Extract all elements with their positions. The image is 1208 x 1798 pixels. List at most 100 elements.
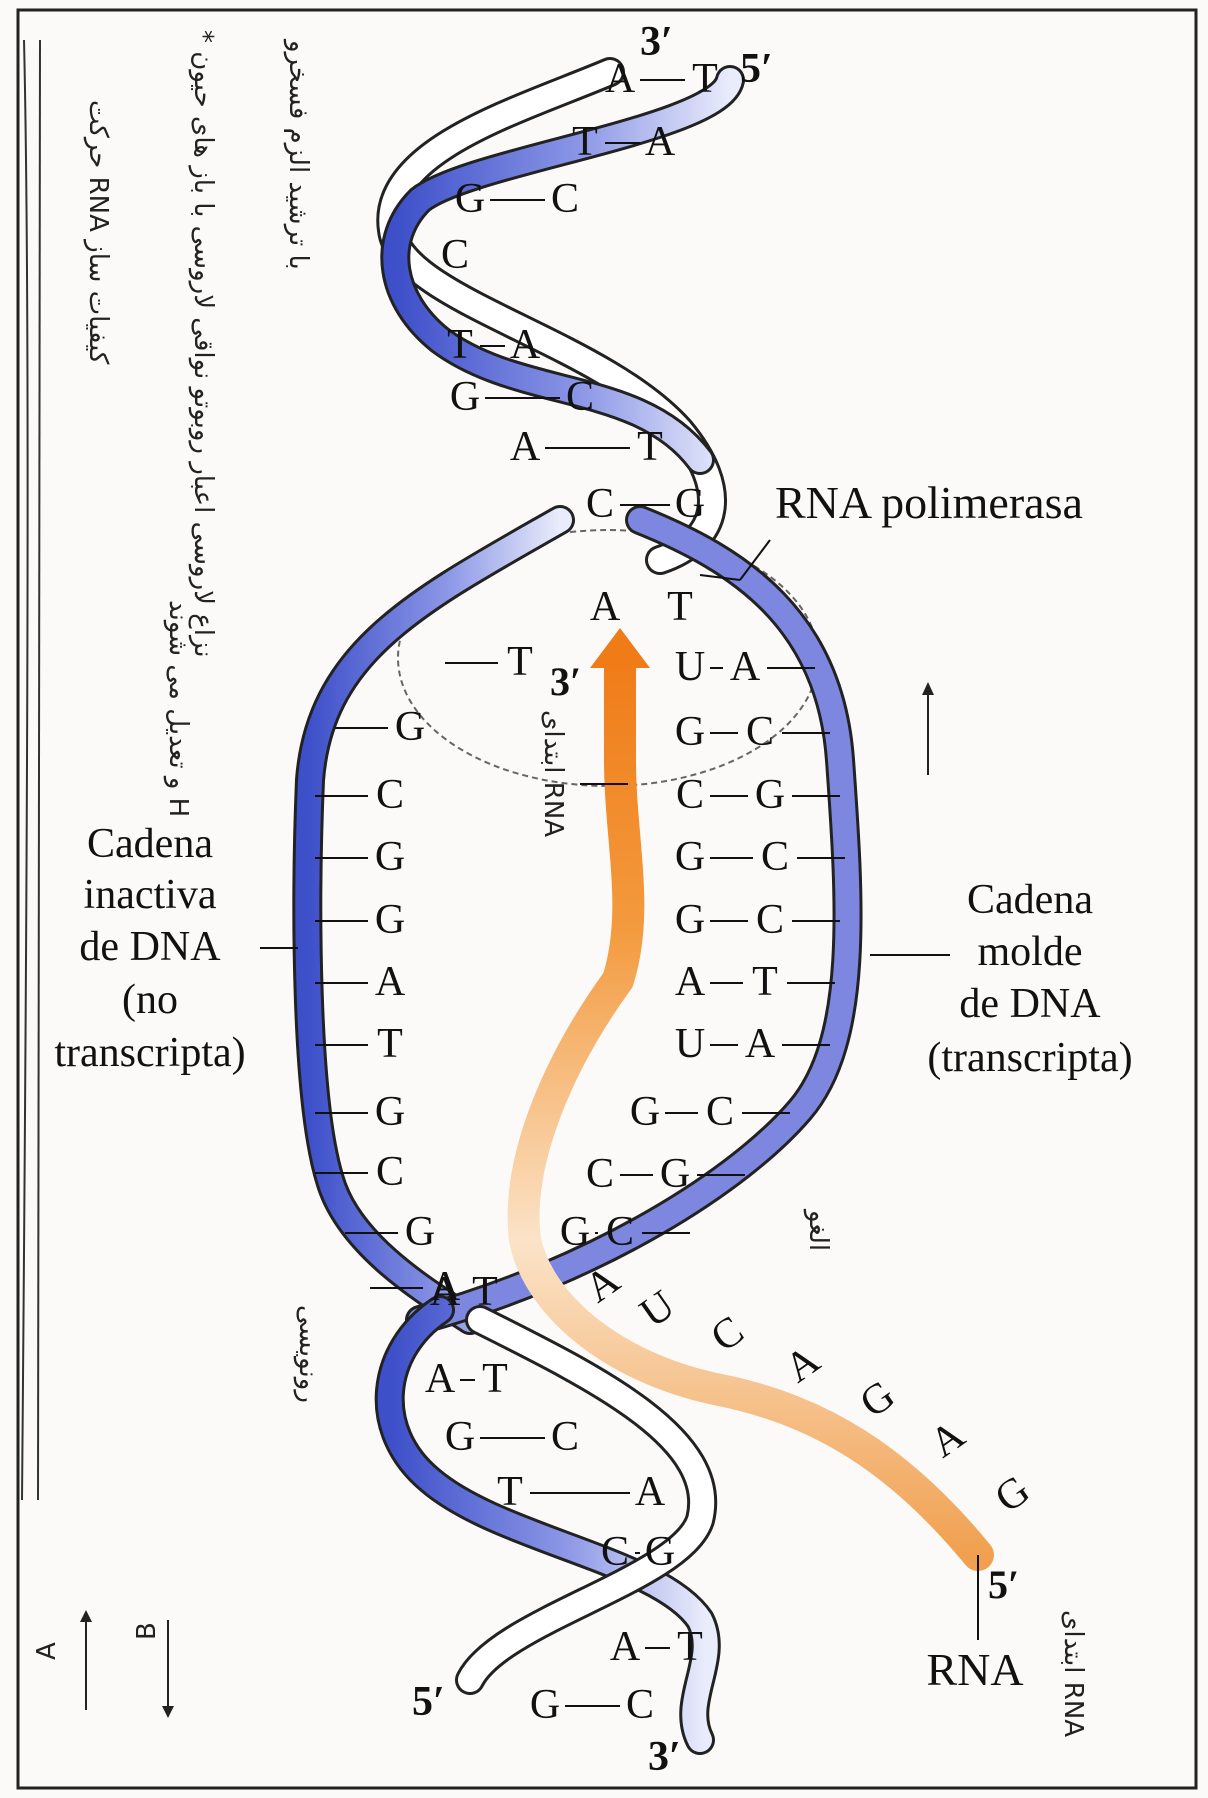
base-rna-tail: G: [852, 1372, 903, 1427]
base-inactive: C: [376, 1149, 404, 1195]
base-top-right: C: [566, 374, 594, 420]
base-rna: G: [560, 1209, 590, 1255]
base-rna: G: [675, 834, 705, 880]
svg-text:B: B: [132, 1622, 162, 1640]
base-rna: G: [675, 709, 705, 755]
base-bottom-right: A: [635, 1469, 666, 1515]
base-bottom-left: G: [445, 1414, 475, 1460]
base-template: G: [755, 772, 785, 818]
base-bottom-right: T: [677, 1624, 703, 1670]
base-template: C: [756, 897, 784, 943]
base-top-left: G: [455, 176, 485, 222]
base-rna-tail: A: [922, 1411, 974, 1466]
rna-label: RNA: [926, 1644, 1023, 1695]
top-left-prime: 3′: [640, 19, 673, 65]
base-rna-tail: U: [632, 1282, 683, 1337]
svg-text:Cadena: Cadena: [87, 821, 213, 867]
base-top-left: C: [441, 232, 469, 278]
svg-text:inactiva: inactiva: [84, 872, 217, 918]
svg-text:de DNA: de DNA: [79, 924, 221, 970]
base-bottom-left: A: [425, 1356, 456, 1402]
base-top-right: C: [551, 176, 579, 222]
base-top-left: A: [605, 56, 636, 102]
base-top-left: T: [572, 119, 598, 165]
svg-text:رونویسی: رونویسی: [293, 1305, 323, 1403]
svg-text:ابتدای RNA: ابتدای RNA: [538, 710, 568, 837]
base-inactive: A: [430, 1269, 461, 1315]
base-top-right: A: [645, 119, 676, 165]
svg-text:molde: molde: [978, 929, 1083, 975]
base-top-left: G: [450, 374, 480, 420]
svg-text:transcripta): transcripta): [54, 1030, 245, 1076]
base-rna: A: [590, 584, 621, 630]
base-top-left: C: [586, 481, 614, 527]
base-inactive: T: [507, 639, 533, 685]
base-bottom-right: C: [626, 1682, 654, 1728]
base-inactive: G: [375, 897, 405, 943]
base-rna: U: [675, 644, 705, 690]
svg-text:A: A: [32, 1642, 62, 1660]
rna-strand: [524, 660, 978, 1555]
base-top-right: T: [692, 56, 718, 102]
base-bottom-left: T: [497, 1469, 523, 1515]
base-inactive: T: [377, 1021, 403, 1067]
base-template: C: [706, 1089, 734, 1135]
base-bottom-right: G: [645, 1529, 675, 1575]
svg-text:با ترشید الزم فسخرو: با ترشید الزم فسخرو: [283, 38, 313, 270]
base-template: A: [745, 1021, 776, 1067]
svg-text:و تعدیل می شوند H: و تعدیل می شوند H: [163, 600, 193, 817]
base-rna: C: [676, 772, 704, 818]
base-rna: G: [675, 897, 705, 943]
base-rna-tail: A: [777, 1336, 829, 1391]
svg-text:(transcripta): (transcripta): [927, 1035, 1132, 1081]
rna-3-prime: 3′: [550, 659, 581, 704]
up-arrow-right: [922, 682, 934, 775]
base-template: T: [472, 1269, 498, 1315]
base-top-right: G: [675, 481, 705, 527]
inactive-strand-label: Cadena inactiva de DNA (no transcripta): [54, 821, 245, 1076]
base-template: C: [746, 709, 774, 755]
base-inactive: G: [395, 704, 425, 750]
base-template: T: [667, 584, 693, 630]
bottom-right-prime: 3′: [648, 1734, 681, 1780]
base-template: G: [660, 1151, 690, 1197]
base-rna: U: [675, 1021, 705, 1067]
base-rna-tail: C: [703, 1307, 752, 1361]
svg-text:(no: (no: [122, 977, 178, 1023]
svg-text:de DNA: de DNA: [959, 981, 1101, 1027]
base-template: C: [761, 834, 789, 880]
svg-text:* نزاع لاروسی اعبار روبوتو نوا: * نزاع لاروسی اعبار روبوتو نواقی لاروسی …: [188, 30, 218, 658]
base-top-left: T: [447, 322, 473, 368]
rna-arrowhead: [590, 628, 650, 668]
base-rna: A: [675, 959, 706, 1005]
base-inactive: A: [375, 959, 406, 1005]
svg-text:Cadena: Cadena: [967, 877, 1093, 923]
base-bottom-right: C: [551, 1414, 579, 1460]
svg-text:ابتدای RNA: ابتدای RNA: [1058, 1610, 1088, 1737]
base-bottom-left: C: [601, 1529, 629, 1575]
template-strand-label: Cadena molde de DNA (transcripta): [927, 877, 1132, 1081]
base-inactive: G: [375, 1089, 405, 1135]
base-top-right: T: [637, 424, 663, 470]
svg-text:الغو: الغو: [803, 1208, 833, 1251]
base-rna: C: [586, 1151, 614, 1197]
base-inactive: G: [375, 834, 405, 880]
base-rna: G: [630, 1089, 660, 1135]
polymerase-label: RNA polimerasa: [775, 477, 1083, 528]
base-inactive: C: [376, 772, 404, 818]
base-inactive: G: [405, 1209, 435, 1255]
bottom-left-prime: 5′: [412, 1679, 445, 1725]
svg-text:حرکت RNA کیفیات ساز: حرکت RNA کیفیات ساز: [83, 100, 113, 365]
base-top-left: A: [510, 424, 541, 470]
base-bottom-right: T: [482, 1356, 508, 1402]
top-right-prime: 5′: [740, 46, 773, 92]
base-template: C: [606, 1209, 634, 1255]
margin-scribbles: [22, 40, 42, 1500]
base-top-right: A: [510, 322, 541, 368]
base-template: T: [752, 959, 778, 1005]
base-bottom-left: A: [610, 1624, 641, 1670]
base-rna-tail: G: [987, 1467, 1038, 1522]
base-template: A: [730, 644, 761, 690]
